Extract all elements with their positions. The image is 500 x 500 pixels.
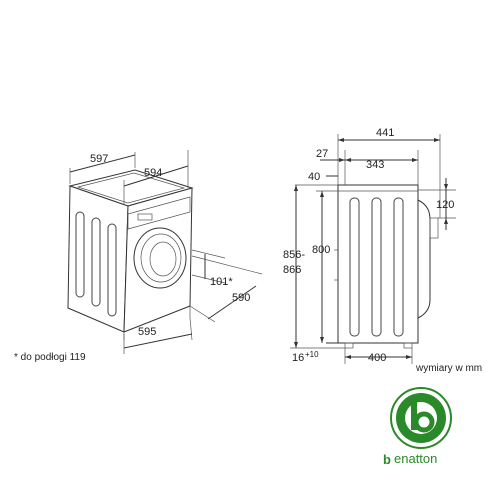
dim-16: 16	[292, 352, 304, 364]
dim-595: 595	[138, 326, 156, 338]
logo-letter: b	[383, 452, 391, 467]
dim-441: 441	[376, 127, 394, 139]
dim-597: 597	[90, 153, 108, 165]
dim-800: 800	[312, 244, 330, 256]
dim-343: 343	[366, 159, 384, 171]
dim-40: 40	[308, 171, 320, 183]
units-note: wymiary w mm	[416, 363, 483, 374]
dim-856: 856-	[283, 249, 305, 261]
isometric-washing-machine: 597 594 101* 590 595	[67, 150, 263, 354]
benatton-logo: b enatton	[383, 387, 452, 467]
side-view-washing-machine: 441 27 343 40 120 800 856- 866	[283, 127, 456, 364]
dim-27: 27	[316, 148, 328, 160]
dim-594: 594	[144, 167, 162, 179]
dim-590: 590	[232, 292, 250, 304]
logo-b-stem	[411, 398, 417, 430]
dim-120: 120	[436, 199, 454, 211]
dim-866: 866	[283, 264, 301, 276]
logo-brand: enatton	[394, 451, 437, 466]
dim-101: 101*	[210, 276, 233, 288]
dim-plus10: +10	[305, 350, 319, 359]
footnote: * do podłogi 119	[14, 352, 86, 363]
dim-400: 400	[368, 352, 386, 364]
